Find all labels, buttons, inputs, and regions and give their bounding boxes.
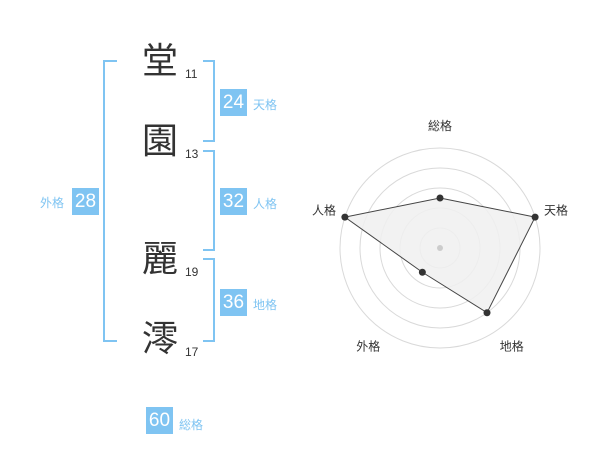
radar-point-3 [483, 309, 491, 317]
chikaku-value: 36 [220, 289, 247, 316]
soukaku-value: 60 [146, 407, 173, 434]
name-char-1: 堂 [142, 41, 179, 82]
radar-point-5 [341, 213, 349, 221]
tenkaku-value: 24 [220, 89, 247, 116]
chikaku-label: 地格 [253, 298, 278, 312]
name-char-3: 麗 [142, 239, 179, 280]
stroke-count-3: 19 [185, 265, 199, 279]
radar-axis-label: 天格 [544, 202, 568, 217]
radar-point-2 [531, 213, 539, 221]
radar-center-dot [437, 245, 443, 251]
gaikaku-bracket [103, 60, 117, 342]
jinkaku-label: 人格 [253, 197, 278, 211]
radar-axis-label: 外格 [356, 339, 380, 354]
radar-axis-label: 総格 [428, 118, 452, 133]
gaikaku-value: 28 [72, 188, 99, 215]
radar-axis-label: 人格 [312, 202, 336, 217]
radar-point-1 [436, 194, 444, 202]
name-char-4: 澪 [142, 319, 179, 360]
tenkaku-label: 天格 [253, 98, 278, 112]
radar-axis-label: 地格 [500, 339, 524, 354]
gaikaku-label: 外格 [40, 196, 65, 210]
chikaku-bracket [203, 258, 215, 342]
jinkaku-value: 32 [220, 188, 247, 215]
radar-point-4 [418, 268, 426, 276]
stroke-count-4: 17 [185, 345, 199, 359]
jinkaku-bracket [203, 150, 215, 251]
name-char-2: 園 [142, 121, 179, 162]
stroke-count-1: 11 [185, 67, 198, 81]
radar-grid-ring [339, 147, 541, 349]
radar-area [343, 197, 536, 314]
soukaku-label: 総格 [179, 418, 204, 432]
tenkaku-bracket [203, 60, 215, 142]
stroke-count-2: 13 [185, 147, 199, 161]
